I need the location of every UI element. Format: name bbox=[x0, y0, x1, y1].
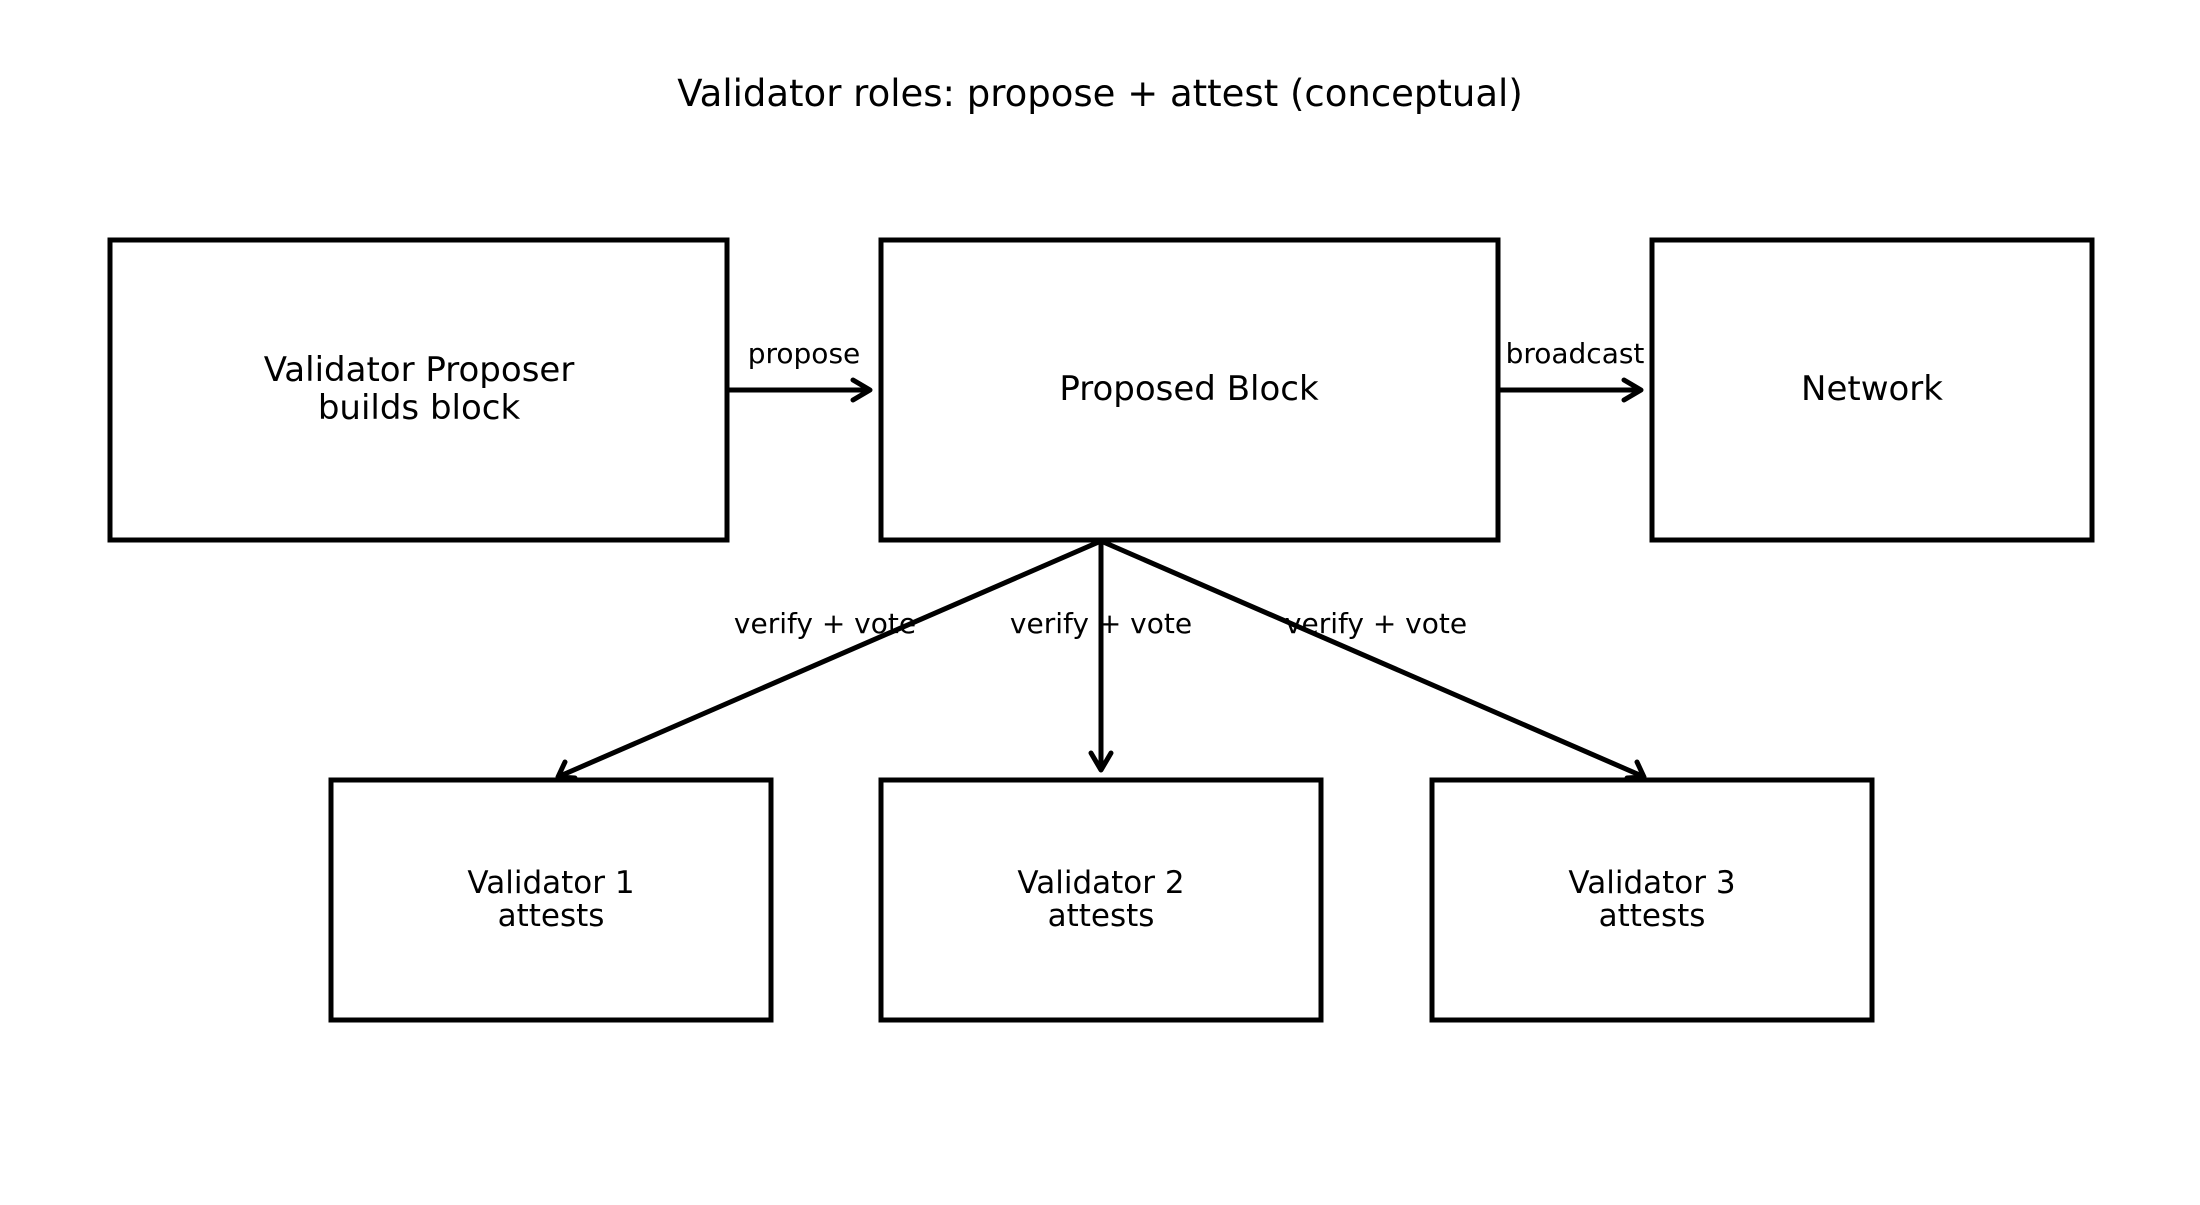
node-proposer: Validator Proposer builds block bbox=[107, 237, 730, 543]
node-validator-3-label-line2: attests bbox=[1599, 898, 1706, 934]
node-validator-2-label-line1: Validator 2 bbox=[1017, 865, 1184, 901]
edge-propose: propose bbox=[729, 337, 873, 403]
node-validator-3-label-line1: Validator 3 bbox=[1568, 865, 1735, 901]
edge-vote-validator-2: verify + vote bbox=[1010, 541, 1192, 773]
node-proposer-label-line2: builds block bbox=[318, 388, 521, 428]
node-validator-2-box bbox=[878, 777, 1324, 1023]
edge-broadcast: broadcast bbox=[1500, 337, 1645, 403]
edge-vote-validator-1: verify + vote bbox=[555, 538, 1102, 781]
edge-vote-validator-3: verify + vote bbox=[1100, 538, 1647, 781]
node-proposer-box bbox=[107, 237, 730, 543]
node-validator-2-label-line2: attests bbox=[1048, 898, 1155, 934]
edge-propose-arrowhead bbox=[850, 377, 873, 403]
node-validator-3: Validator 3 attests bbox=[1429, 777, 1875, 1023]
node-validator-1: Validator 1 attests bbox=[328, 777, 774, 1023]
edge-propose-label: propose bbox=[748, 337, 861, 370]
edge-vote-validator-3-line bbox=[1100, 538, 1643, 779]
edge-vote-validator-2-label: verify + vote bbox=[1010, 607, 1192, 640]
edge-vote-validator-1-label: verify + vote bbox=[734, 607, 916, 640]
node-proposed-block-box bbox=[878, 237, 1501, 543]
node-network-label: Network bbox=[1801, 369, 1943, 409]
edge-vote-validator-1-arrowhead bbox=[555, 759, 578, 781]
node-validator-1-box bbox=[328, 777, 774, 1023]
edge-vote-validator-3-label: verify + vote bbox=[1285, 607, 1467, 640]
edge-vote-validator-3-arrowhead bbox=[1624, 759, 1647, 781]
node-validator-2: Validator 2 attests bbox=[878, 777, 1324, 1023]
edge-vote-validator-1-line bbox=[559, 538, 1102, 779]
edge-broadcast-label: broadcast bbox=[1506, 337, 1645, 370]
node-network-box bbox=[1649, 237, 2095, 543]
node-validator-3-box bbox=[1429, 777, 1875, 1023]
edge-vote-validator-2-arrowhead bbox=[1088, 750, 1114, 773]
diagram-title: Validator roles: propose + attest (conce… bbox=[677, 72, 1523, 115]
node-proposed-block: Proposed Block bbox=[878, 237, 1501, 543]
node-proposer-label-line1: Validator Proposer bbox=[264, 350, 575, 390]
node-proposed-block-label: Proposed Block bbox=[1059, 369, 1319, 409]
node-validator-1-label-line1: Validator 1 bbox=[467, 865, 634, 901]
node-validator-1-label-line2: attests bbox=[498, 898, 605, 934]
node-network: Network bbox=[1649, 237, 2095, 543]
edge-broadcast-arrowhead bbox=[1621, 377, 1644, 403]
